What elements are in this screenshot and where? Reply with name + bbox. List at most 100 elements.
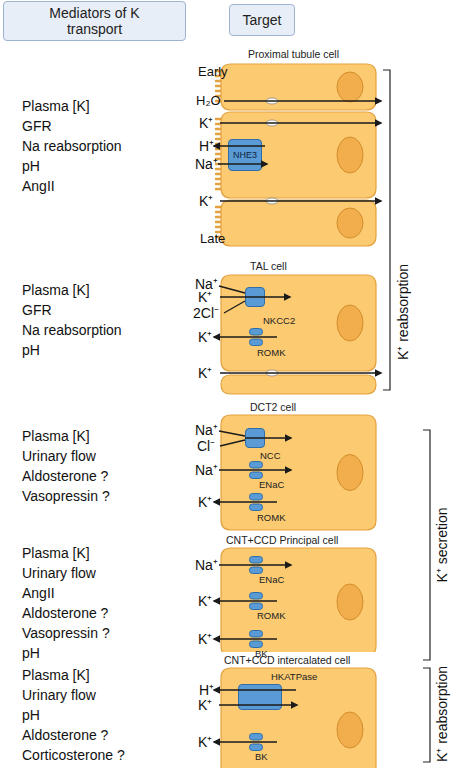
- ion-label: H⁺: [199, 683, 214, 697]
- channel-symbol: ROMK: [249, 592, 263, 610]
- cell-body: [221, 275, 376, 371]
- ion-label: 2Cl⁻: [193, 306, 219, 320]
- mediator-text: Aldosterone ?: [22, 469, 108, 483]
- segment-label: Late: [200, 232, 225, 245]
- ion-label: Na⁺: [195, 423, 218, 437]
- ion-label: K⁺: [198, 698, 212, 712]
- channel-drawing: [249, 592, 263, 610]
- channel-symbol: ENaC: [249, 556, 263, 574]
- mediator-text: pH: [22, 343, 40, 357]
- bracket-label: K⁺ reabsorption: [396, 264, 410, 360]
- channel-subunit: [250, 567, 263, 574]
- transporter-label: NHE3: [233, 151, 257, 160]
- ion-arrows: [214, 101, 381, 742]
- ion-label: H₂O: [196, 94, 221, 107]
- mediator-text: pH: [22, 646, 40, 660]
- channel-subunit: [250, 472, 263, 479]
- transporter-box: HKATPase: [238, 684, 282, 710]
- mediator-text: Urinary flow: [22, 688, 96, 702]
- channel-label: ROMK: [257, 513, 286, 523]
- transporter-box: NCC: [245, 428, 265, 448]
- bracket-label: K⁺ secretion: [435, 507, 449, 582]
- channel-drawing: [249, 461, 263, 479]
- mediator-text: Corticosterone ?: [22, 748, 125, 762]
- nucleus: [337, 137, 363, 173]
- mediator-text: GFR: [22, 303, 52, 317]
- header-box: Mediators of K transport: [3, 1, 186, 41]
- cell-label: DCT2 cell: [250, 402, 296, 413]
- mediator-text: AngII: [22, 179, 55, 193]
- mediator-text: AngII: [22, 586, 55, 600]
- ion-label: K⁺: [199, 194, 213, 208]
- channel-subunit: [250, 494, 263, 501]
- nucleus: [337, 72, 363, 102]
- channel-subunit: [250, 744, 263, 751]
- cell-body: [221, 200, 376, 246]
- channel-label: ROMK: [257, 348, 286, 358]
- cell-body: [221, 415, 376, 530]
- channel-subunit: [250, 557, 263, 564]
- ion-label: Na⁺: [195, 277, 218, 291]
- cell-drawing: [200, 532, 382, 652]
- ion-label: K⁺: [198, 594, 212, 608]
- mediator-text: pH: [22, 708, 40, 722]
- channel-drawing: [249, 733, 263, 751]
- header-box: Target: [229, 4, 295, 36]
- channel-symbol: BK: [249, 630, 263, 648]
- mediator-text: Plasma [K]: [22, 429, 90, 443]
- ion-label: H⁺: [199, 139, 214, 153]
- channel-subunit: [250, 462, 263, 469]
- channel-label: ENaC: [259, 480, 284, 490]
- segment-label: Early: [198, 65, 228, 78]
- cell-drawing: [200, 258, 382, 398]
- ion-label: K⁺: [198, 632, 212, 646]
- channel-subunit: [250, 631, 263, 638]
- channel-drawing: [249, 328, 263, 346]
- cell-body: [221, 548, 376, 652]
- ion-label: K⁺: [198, 330, 212, 344]
- mediator-text: Plasma [K]: [22, 546, 90, 560]
- transporter-box: NHE3: [228, 139, 262, 171]
- mediator-text: Na reabsorption: [22, 139, 122, 153]
- channel-subunit: [250, 504, 263, 511]
- mediator-text: Plasma [K]: [22, 283, 90, 297]
- ion-label: K⁺: [198, 735, 212, 749]
- channel-drawing: [249, 493, 263, 511]
- channel-subunit: [250, 603, 263, 610]
- cell-drawing: [200, 652, 382, 768]
- cell-body: [221, 375, 376, 394]
- mediator-text: Vasopressin ?: [22, 489, 110, 503]
- channel-subunit: [250, 329, 263, 336]
- mediator-text: Urinary flow: [22, 449, 96, 463]
- ion-label: Cl⁻: [197, 439, 215, 453]
- ion-label: K⁺: [198, 290, 212, 304]
- cell-outline: CNT+CCD intercalated cellHKATPaseBK: [200, 652, 382, 768]
- cell-drawing: [200, 398, 382, 532]
- nucleus: [337, 455, 363, 491]
- transporter-label: NCC: [260, 451, 281, 461]
- bracket-label: K⁺ reabsorption: [435, 666, 449, 762]
- mediator-text: pH: [22, 159, 40, 173]
- transporter-box: NKCC2: [245, 287, 265, 307]
- cell-label: Proximal tubule cell: [248, 49, 339, 60]
- mediator-text: Vasopressin ?: [22, 626, 110, 640]
- nucleus: [337, 208, 363, 238]
- nucleus: [337, 584, 363, 620]
- cell-outline: CNT+CCD Principal cellENaCROMKBK: [200, 532, 382, 652]
- mediator-text: GFR: [22, 119, 52, 133]
- cell-body: [221, 668, 376, 768]
- mediator-text: Aldosterone ?: [22, 728, 108, 742]
- nucleus: [337, 712, 363, 748]
- brackets: [383, 70, 430, 762]
- cell-label: CNT+CCD intercalated cell: [224, 655, 350, 666]
- ion-label: Na⁺: [195, 157, 218, 171]
- channel-subunit: [250, 593, 263, 600]
- channel-label: ROMK: [257, 611, 286, 621]
- channel-subunit: [250, 339, 263, 346]
- channel-drawing: [249, 630, 263, 648]
- channel-symbol: ROMK: [249, 328, 263, 346]
- mediator-text: Plasma [K]: [22, 668, 90, 682]
- ion-label: Na⁺: [195, 558, 218, 572]
- transporter-label: NKCC2: [263, 316, 295, 326]
